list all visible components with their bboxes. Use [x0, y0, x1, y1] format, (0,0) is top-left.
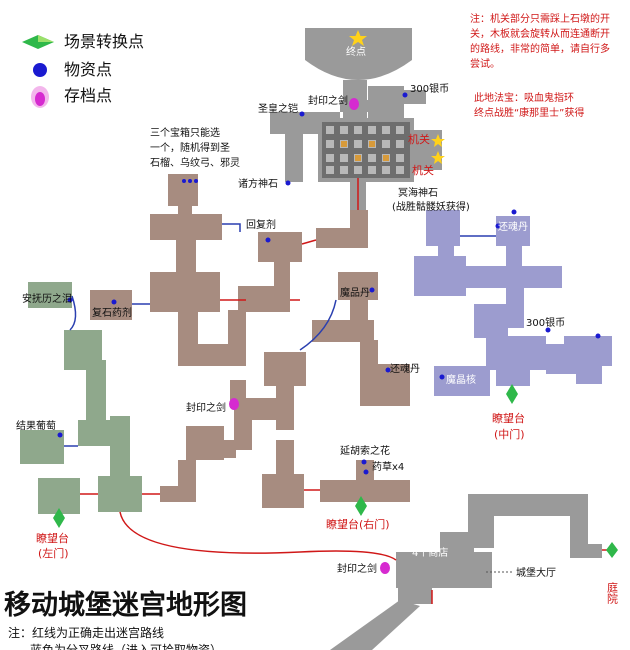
seal-bottom-label: 封印之剑 — [337, 562, 377, 575]
purple-bl-label: 魔晶核 — [446, 373, 476, 386]
mechanism-note: 注：机关部分只需踩上石墩的开 关，木板就会旋转从而连通断开 的路线，非常的简单，… — [470, 12, 610, 70]
item-point-icon — [33, 63, 47, 77]
note-line: 此地法宝：吸血鬼指环 — [474, 91, 574, 104]
stone-purple-label: 冥海神石 — [398, 186, 438, 199]
legend-save-label: 存档点 — [64, 86, 112, 105]
watchtower-mid-label: 瞭望台 — [492, 411, 525, 425]
purple-maze-area — [414, 210, 612, 396]
legend: 场景转换点 物资点 存档点 — [22, 32, 144, 108]
legend-item-label: 物资点 — [64, 60, 112, 79]
green-maze-area — [20, 282, 142, 514]
watchtower-left-gate: (左门) — [38, 546, 69, 560]
note-line: 的路线，非常的简单，请自行多 — [470, 42, 610, 55]
purple-r-label: 魔晶核 — [568, 322, 598, 335]
transfer-point-icon — [606, 542, 618, 558]
silver-purple-label: 300银币 — [526, 316, 565, 329]
castle-hall-area — [330, 494, 602, 650]
grape-label: 结果葡萄 — [16, 419, 56, 432]
potion-label: 回复剂 — [246, 218, 276, 231]
note-line: 注：机关部分只需踩上石墩的开 — [470, 12, 610, 25]
end-label: 终点 — [346, 45, 366, 58]
brown-maze-area — [90, 174, 410, 508]
watchtower-left-label: 瞭望台 — [36, 531, 69, 545]
transfer-point-icon — [22, 35, 54, 49]
save-point-icon — [380, 562, 390, 574]
legend-transfer-label: 场景转换点 — [64, 32, 144, 51]
exit-route — [80, 178, 614, 604]
armor-label: 圣皇之铠 — [258, 102, 298, 115]
note-line: 关，木板就会旋转从而连通断开 — [470, 27, 610, 40]
transfer-point-icon — [506, 384, 518, 404]
treasure-note: 此地法宝：吸血鬼指环 终点战胜“康那里士”获得 — [474, 91, 584, 119]
note-line: 终点战胜“康那里士”获得 — [474, 106, 584, 119]
mechanism-floor-grid — [322, 122, 410, 178]
purple-tr-label: 还魂丹 — [498, 220, 528, 233]
switch-star-icon — [431, 151, 445, 164]
flower-label: 延胡索之花 — [340, 444, 390, 457]
soul-label: 还魂丹 — [390, 362, 420, 375]
map-title: 移动城堡迷宫地形图 — [4, 589, 247, 621]
drug-label: 魔品丹 — [340, 286, 370, 299]
chest-note-line: 三个宝箱只能选 — [150, 126, 220, 139]
save-point-icon — [349, 98, 359, 110]
ring-label: 诸方神石 — [238, 177, 278, 190]
chest-note-line: 一个，随机得到圣 — [150, 141, 230, 154]
note-line: 尝试。 — [470, 57, 500, 70]
silver-top-label: 300银币 — [410, 82, 449, 95]
shops-label: 4个商店 — [412, 546, 448, 559]
stone-purple-note: (战胜骷髅妖获得) — [392, 200, 470, 213]
transfer-point-icon — [355, 496, 367, 516]
item-dots — [57, 92, 601, 475]
chest-note-line: 石榴、乌纹弓、邪灵 — [150, 156, 240, 169]
switch-label-2: 机关 — [412, 163, 434, 177]
seal-mid-label: 封印之剑 — [186, 401, 226, 414]
hall-label: 城堡大厅 — [516, 566, 556, 579]
branch-routes — [64, 223, 496, 447]
protect-label: 安抚历之泪 — [22, 292, 72, 305]
tonic-label: 复石药剂 — [92, 306, 132, 319]
garden-label: 庭院 — [606, 581, 619, 604]
end-star-icon — [349, 30, 367, 46]
switch-star-icon — [431, 134, 445, 147]
switch-label-1: 机关 — [408, 132, 430, 146]
footer-line: 注：红线为正确走出迷宫路线 — [8, 625, 164, 640]
seal-top-label: 封印之剑 — [308, 94, 348, 107]
herb-label: 药草x4 — [372, 461, 404, 473]
save-point-icon — [229, 398, 239, 410]
watchtower-mid-gate: (中门) — [494, 427, 525, 441]
save-point-icon — [31, 86, 49, 108]
transfer-point-icon — [53, 508, 65, 528]
footer-line: 蓝色为分叉路线（进入可拾取物资） — [30, 642, 222, 650]
watchtower-right-label: 瞭望台(右门) — [326, 517, 390, 531]
